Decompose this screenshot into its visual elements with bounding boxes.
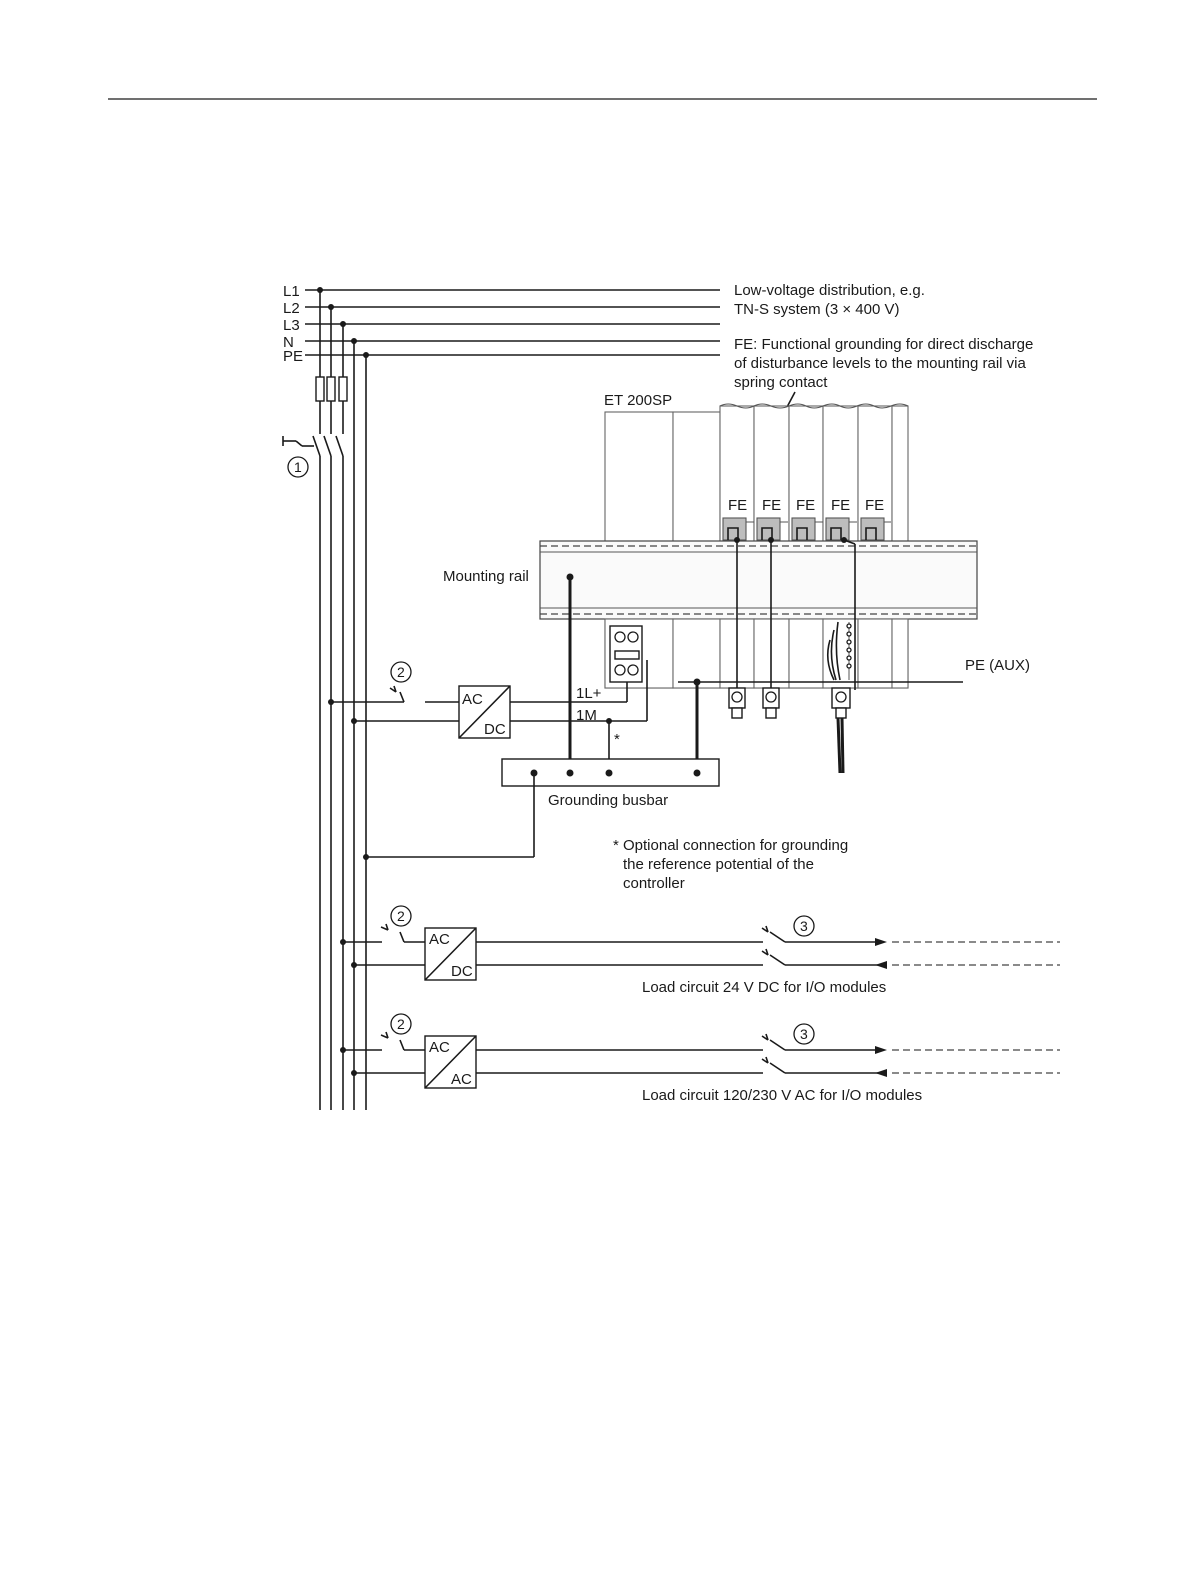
marker-load-switch-ac xyxy=(793,1023,815,1045)
et200sp-label: ET 200SP xyxy=(604,392,672,409)
grounding-busbar: Grounding busbar xyxy=(363,758,720,860)
system-power-supply: 2 AC DC 1L+ 1M * xyxy=(328,660,648,773)
m-label: 1M xyxy=(576,707,597,724)
marker-load-switch-dc xyxy=(793,915,815,937)
fe-label-4: FE xyxy=(831,497,850,514)
marker-ps-switch-dc-number: 2 xyxy=(397,908,405,924)
converter-ac-input: AC xyxy=(429,1039,450,1056)
label-pe: PE xyxy=(283,348,303,365)
label-l3: L3 xyxy=(283,317,300,334)
marker-load-switch-ac-number: 3 xyxy=(800,1026,808,1042)
marker-ps-switch-system-number: 2 xyxy=(397,664,405,680)
optional-note-line2: the reference potential of the xyxy=(623,856,814,873)
optional-note-line1: * Optional connection for grounding xyxy=(613,837,848,854)
label-l2: L2 xyxy=(283,300,300,317)
fe-note-line3: spring contact xyxy=(734,374,828,391)
load-circuit-ac: 2 AC AC 3 Load circuit 120/230 V AC for … xyxy=(340,1013,1060,1104)
marker-ps-switch-ac xyxy=(390,1013,412,1035)
marker-ps-switch-dc xyxy=(390,905,412,927)
marker-ps-switch-ac-number: 2 xyxy=(397,1016,405,1032)
optional-star: * xyxy=(614,731,620,748)
converter-dc-input: AC xyxy=(429,931,450,948)
load-ac-label: Load circuit 120/230 V AC for I/O module… xyxy=(642,1087,922,1104)
fe-label-1: FE xyxy=(728,497,747,514)
load-circuit-dc: 2 AC DC 3 Load circuit 24 V DC for I/O m… xyxy=(340,905,1060,996)
et200sp-station: ET 200SP FE FE FE FE FE xyxy=(443,392,1030,774)
load-dc-label: Load circuit 24 V DC for I/O modules xyxy=(642,979,886,996)
optional-note-line3: controller xyxy=(623,875,685,892)
fe-note-line1: FE: Functional grounding for direct disc… xyxy=(734,336,1033,353)
fe-label-2: FE xyxy=(762,497,781,514)
l-plus-label: 1L+ xyxy=(576,685,602,702)
fe-spring-contacts xyxy=(722,517,891,541)
marker-ps-switch-system xyxy=(390,661,412,683)
fe-label-3: FE xyxy=(796,497,815,514)
converter-system-input: AC xyxy=(462,691,483,708)
fe-label-5: FE xyxy=(865,497,884,514)
distribution-label-line1: Low-voltage distribution, e.g. xyxy=(734,282,925,299)
converter-ac-output: AC xyxy=(451,1071,472,1088)
mounting-rail-label: Mounting rail xyxy=(443,568,529,585)
shielded-cable-bundle xyxy=(826,621,852,774)
supply-lines: L1 L2 L3 N PE xyxy=(282,283,720,1110)
shield-terminals xyxy=(728,687,851,719)
label-n: N xyxy=(283,334,294,351)
power-terminal-connector xyxy=(609,625,643,683)
grounding-busbar-label: Grounding busbar xyxy=(548,792,668,809)
converter-system-output: DC xyxy=(484,721,506,738)
label-l1: L1 xyxy=(283,283,300,300)
converter-dc-output: DC xyxy=(451,963,473,980)
marker-load-switch-dc-number: 3 xyxy=(800,918,808,934)
pe-aux-label: PE (AUX) xyxy=(965,657,1030,674)
fe-note-line2: of disturbance levels to the mounting ra… xyxy=(734,355,1026,372)
marker-main-switch-number: 1 xyxy=(294,459,302,475)
mounting-rail xyxy=(539,540,978,620)
marker-main-switch xyxy=(287,456,309,478)
distribution-label-line2: TN-S system (3 × 400 V) xyxy=(734,301,899,318)
